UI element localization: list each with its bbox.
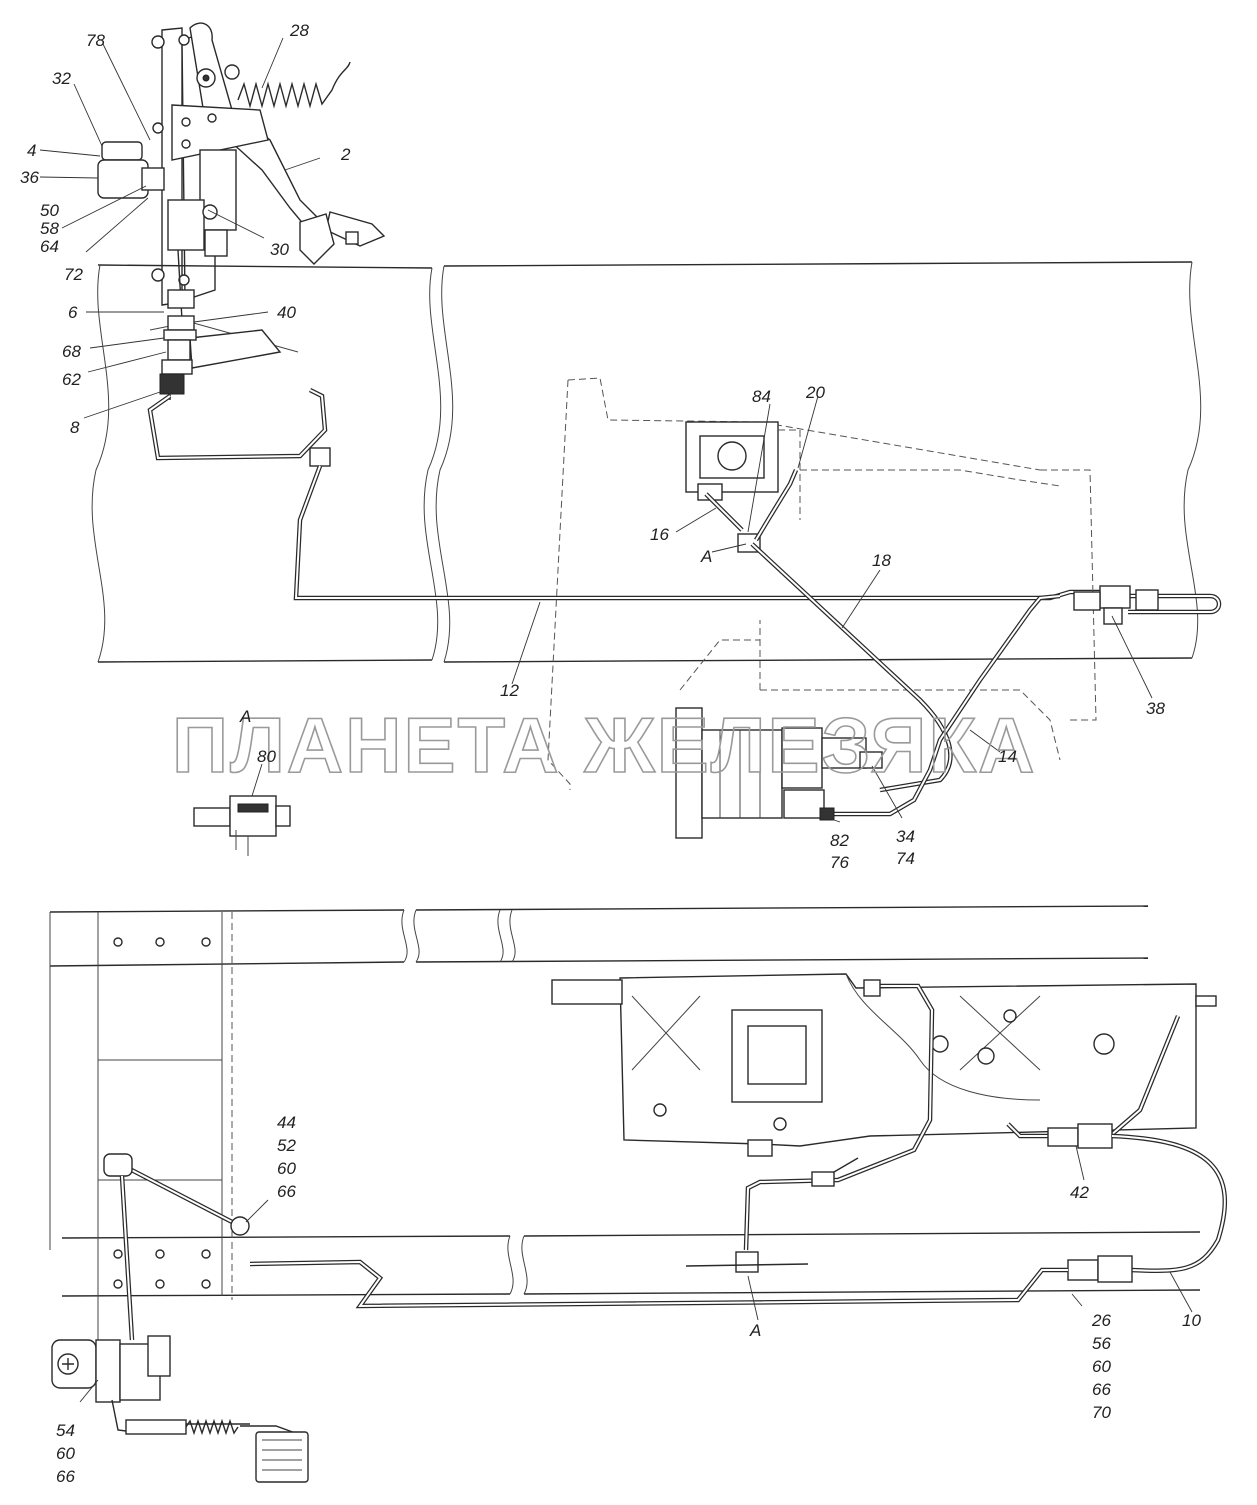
callout-8: 8 [70, 418, 80, 437]
callout-32: 32 [52, 69, 71, 88]
callout-58: 58 [40, 219, 59, 238]
callout-66-b: 66 [1092, 1380, 1111, 1399]
callout-66: 66 [277, 1182, 296, 1201]
callout-82: 82 [830, 831, 849, 850]
callout-66-c: 66 [56, 1467, 75, 1486]
callout-30: 30 [270, 240, 289, 259]
callout-60-c: 60 [56, 1444, 75, 1463]
callout-76: 76 [830, 853, 849, 872]
callout-20: 20 [805, 383, 825, 402]
callout-78: 78 [86, 31, 105, 50]
callout-84: 84 [752, 387, 771, 406]
callout-36: 36 [20, 168, 39, 187]
callout-a-top: A [700, 547, 712, 566]
callout-26: 26 [1091, 1311, 1111, 1330]
callout-14: 14 [998, 747, 1017, 766]
frame-top-section [91, 261, 1222, 839]
detail-view-a [193, 763, 291, 856]
callout-70: 70 [1092, 1403, 1111, 1422]
callout-38: 38 [1146, 699, 1165, 718]
callout-42: 42 [1070, 1183, 1089, 1202]
callout-60-b: 60 [1092, 1357, 1111, 1376]
callout-4: 4 [27, 141, 36, 160]
detail-a-title: A [239, 707, 251, 726]
pedal-assembly-top [39, 22, 386, 419]
callout-2: 2 [340, 145, 351, 164]
callout-10: 10 [1182, 1311, 1201, 1330]
callout-12: 12 [500, 681, 519, 700]
callout-18: 18 [872, 551, 891, 570]
callout-60: 60 [277, 1159, 296, 1178]
callout-28: 28 [289, 21, 309, 40]
callout-labels: 78 32 4 36 50 58 64 72 6 68 62 8 28 2 30… [20, 21, 1201, 1486]
callout-6: 6 [68, 303, 78, 322]
callout-56: 56 [1092, 1334, 1111, 1353]
watermark-text: ПЛАНЕТА ЖЕЛЕЗЯКА [172, 701, 1036, 789]
callout-68: 68 [62, 342, 81, 361]
callout-50: 50 [40, 201, 59, 220]
callout-74: 74 [896, 849, 915, 868]
callout-34: 34 [896, 827, 915, 846]
callout-72: 72 [64, 265, 83, 284]
frame-bottom-section [49, 905, 1228, 1483]
callout-16: 16 [650, 525, 669, 544]
callout-a-bottom: A [749, 1321, 761, 1340]
callout-62: 62 [62, 370, 81, 389]
callout-44: 44 [277, 1113, 296, 1132]
callout-80: 80 [257, 747, 276, 766]
callout-54: 54 [56, 1421, 75, 1440]
callout-64: 64 [40, 237, 59, 256]
callout-52: 52 [277, 1136, 296, 1155]
callout-40: 40 [277, 303, 296, 322]
